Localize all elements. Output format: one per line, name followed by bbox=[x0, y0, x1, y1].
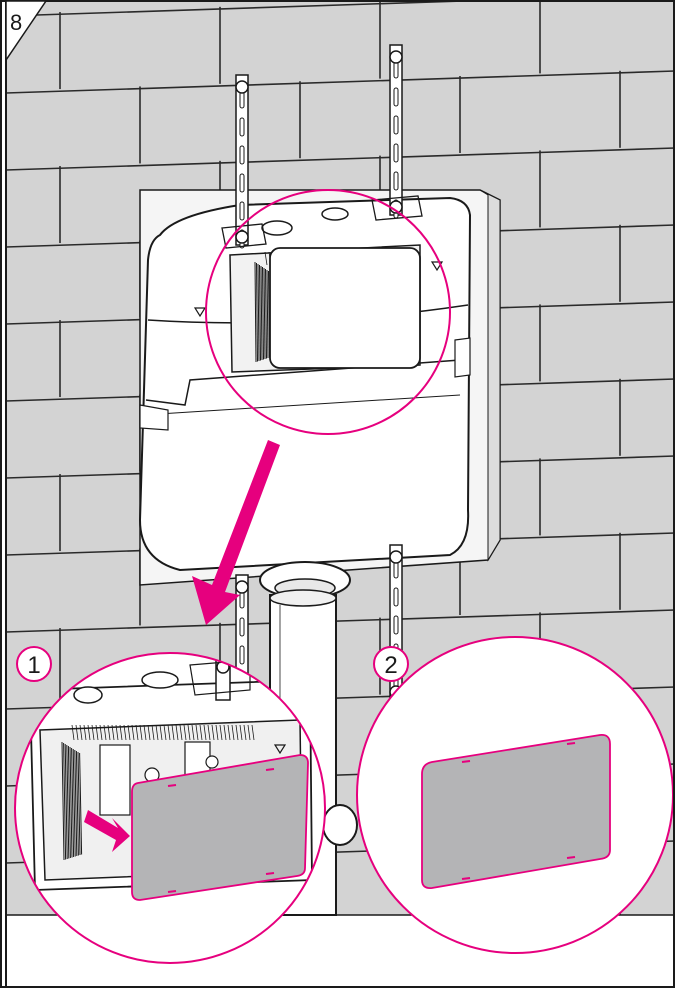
step-number: 8 bbox=[10, 10, 22, 35]
pull-arrow-icon bbox=[84, 810, 130, 852]
zoom-arrow-icon bbox=[192, 440, 280, 625]
niche-side bbox=[479, 189, 501, 562]
callout-1-badge bbox=[16, 646, 52, 682]
callout-1: 1 bbox=[14, 646, 326, 964]
zoom-circle bbox=[205, 189, 451, 435]
zoom-indicator bbox=[192, 189, 451, 625]
water-level-icon bbox=[430, 261, 444, 272]
callout-2-label: 2 bbox=[384, 652, 397, 679]
top-opening-icon bbox=[261, 220, 293, 236]
actuation-plate-detached bbox=[131, 754, 309, 901]
actuation-plate-installed bbox=[421, 734, 611, 889]
step-corner bbox=[5, 0, 48, 63]
water-level-icon bbox=[193, 307, 207, 318]
actuation-plate-outline bbox=[269, 247, 421, 369]
callout-2: 2 bbox=[356, 636, 674, 954]
callout-2-badge bbox=[373, 646, 409, 682]
top-opening-icon bbox=[321, 207, 349, 221]
mounting-brackets bbox=[221, 44, 423, 701]
callout-1-circle bbox=[14, 652, 326, 964]
callout-1-label: 1 bbox=[27, 652, 40, 679]
